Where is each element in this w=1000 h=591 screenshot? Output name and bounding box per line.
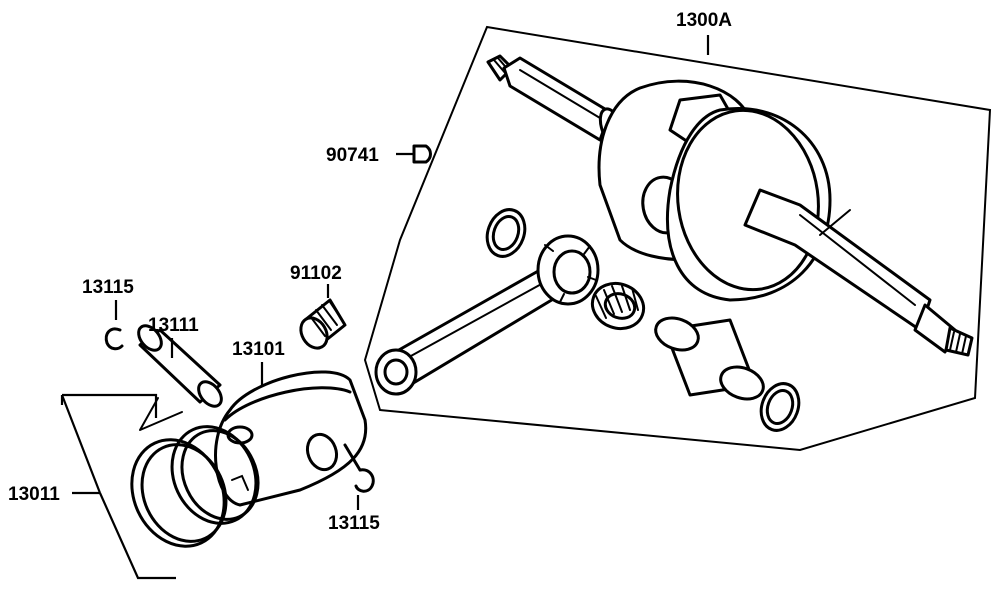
- thrust-washer-right: [759, 382, 801, 432]
- crank-pin: [654, 316, 765, 401]
- label-rings: 13011: [8, 484, 60, 505]
- woodruff-key: [396, 144, 432, 164]
- crankshaft: [486, 54, 974, 357]
- label-assembly: 1300A: [676, 10, 732, 31]
- piston: [214, 362, 368, 507]
- thrust-washer-left: [485, 208, 527, 258]
- label-pin: 13111: [148, 315, 199, 336]
- label-clip-top: 13115: [82, 277, 134, 298]
- label-clip-bottom: 13115: [328, 513, 380, 534]
- label-key: 90741: [326, 145, 379, 166]
- small-end-bearing: [299, 284, 347, 350]
- label-bearing: 91102: [290, 263, 342, 284]
- assembly-outline: [363, 25, 992, 452]
- circlip-top: [104, 300, 124, 351]
- piston-pin: [137, 324, 223, 408]
- big-end-bearing: [590, 281, 646, 331]
- connecting-rod: [374, 234, 600, 396]
- label-piston: 13101: [232, 339, 285, 360]
- piston-rings: [60, 393, 260, 580]
- circlip-bottom: [354, 468, 375, 510]
